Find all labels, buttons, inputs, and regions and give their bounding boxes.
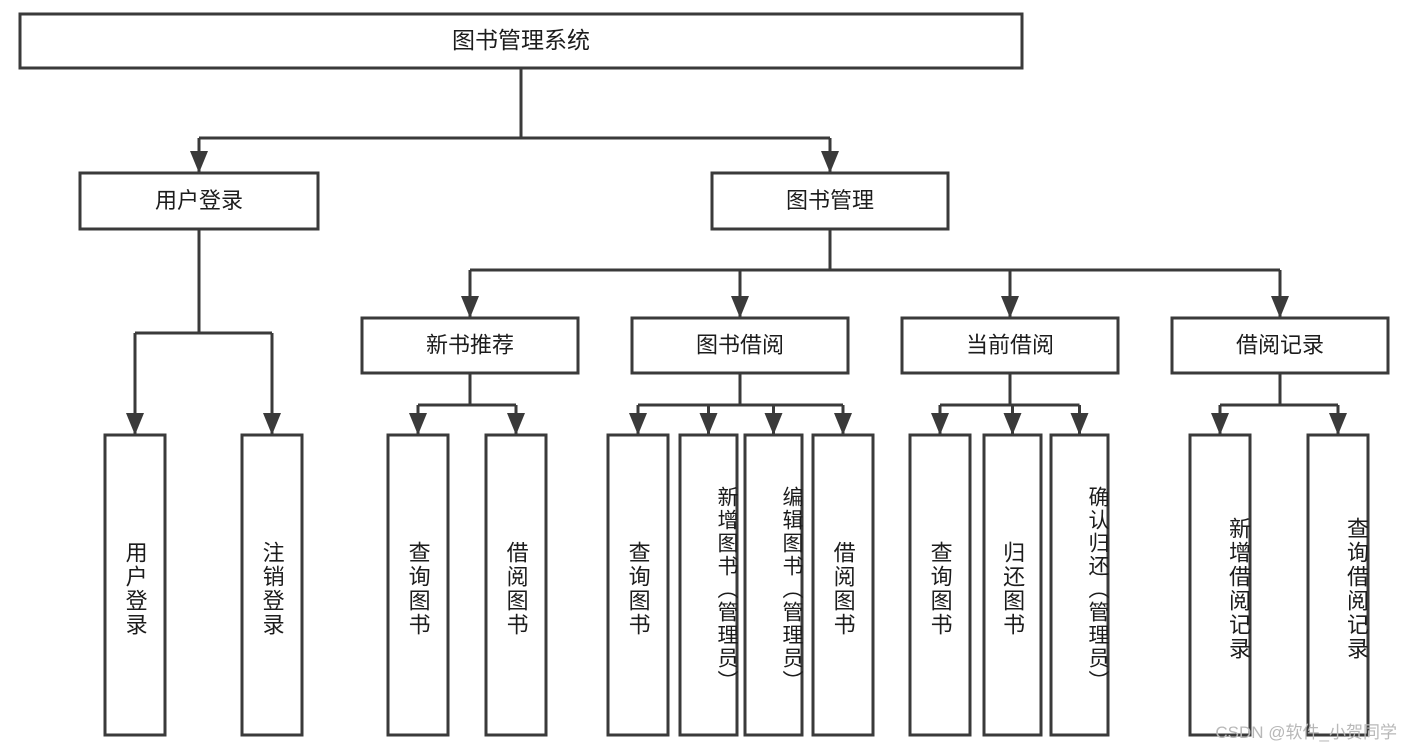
arrow-head-icon-leaf-borrow-book-2: [834, 413, 852, 435]
node-box-book-borrow: [630, 316, 850, 375]
arrow-head-icon-leaf-query-record: [1329, 413, 1347, 435]
node-box-root: [18, 12, 1024, 70]
arrow-head-icon-user-login: [190, 151, 208, 173]
node-label-book-borrow: 图书借阅: [696, 332, 784, 357]
node-leaf-user-logout[interactable]: [240, 433, 304, 737]
arrow-head-icon-leaf-query-book-3: [931, 413, 949, 435]
node-leaf-query-book-2[interactable]: [606, 433, 670, 737]
node-label-current-borrow: 当前借阅: [966, 332, 1054, 357]
node-leaf-edit-book[interactable]: [743, 433, 804, 737]
arrow-head-icon-borrow-record: [1271, 296, 1289, 318]
arrow-head-icon-leaf-query-book-2: [629, 413, 647, 435]
arrow-head-icon-book-manage: [821, 151, 839, 173]
node-leaf-query-record[interactable]: [1306, 433, 1370, 737]
node-leaf-query-book-3[interactable]: [908, 433, 972, 737]
node-box-borrow-record: [1170, 316, 1390, 375]
node-box-leaf-add-record: [1188, 433, 1252, 737]
arrow-head-icon-leaf-return-book: [1003, 413, 1022, 435]
arrow-head-icon-leaf-query-book-1: [409, 413, 427, 435]
node-user-login[interactable]: 用户登录: [78, 171, 320, 231]
arrow-head-icon-leaf-add-book: [699, 413, 718, 435]
node-box-current-borrow: [900, 316, 1120, 375]
node-box-leaf-edit-book: [743, 433, 804, 737]
node-label-book-manage: 图书管理: [786, 188, 874, 213]
arrow-head-icon-leaf-borrow-book-1: [507, 413, 525, 435]
node-leaf-confirm-return[interactable]: [1049, 433, 1110, 737]
node-current-borrow[interactable]: 当前借阅: [900, 316, 1120, 375]
node-box-leaf-query-record: [1306, 433, 1370, 737]
node-leaf-return-book[interactable]: [982, 433, 1043, 737]
arrow-head-icon-leaf-user-logout: [263, 413, 281, 435]
node-box-new-book-recommend: [360, 316, 580, 375]
node-box-leaf-confirm-return: [1049, 433, 1110, 737]
node-leaf-query-book-1[interactable]: [386, 433, 450, 737]
arrow-head-icon-book-borrow: [731, 296, 749, 318]
node-box-user-login: [78, 171, 320, 231]
node-borrow-record[interactable]: 借阅记录: [1170, 316, 1390, 375]
node-book-manage[interactable]: 图书管理: [710, 171, 950, 231]
arrow-head-icon-leaf-edit-book: [764, 413, 783, 435]
node-label-root: 图书管理系统: [452, 27, 590, 53]
arrow-head-icon-leaf-add-record: [1211, 413, 1229, 435]
node-box-leaf-query-book-1: [386, 433, 450, 737]
node-box-leaf-borrow-book-2: [811, 433, 875, 737]
node-leaf-borrow-book-1[interactable]: [484, 433, 548, 737]
node-label-user-login: 用户登录: [155, 188, 243, 213]
arrow-head-icon-leaf-confirm-return: [1070, 413, 1089, 435]
arrow-head-icon-new-book-recommend: [461, 296, 479, 318]
node-leaf-add-record[interactable]: [1188, 433, 1252, 737]
node-root[interactable]: 图书管理系统: [18, 12, 1024, 70]
node-box-leaf-query-book-3: [908, 433, 972, 737]
node-box-leaf-user-login: [103, 433, 167, 737]
node-label-borrow-record: 借阅记录: [1236, 332, 1324, 357]
node-box-leaf-user-logout: [240, 433, 304, 737]
node-leaf-user-login[interactable]: [103, 433, 167, 737]
arrow-head-icon-current-borrow: [1001, 296, 1019, 318]
arrow-head-icon-leaf-user-login: [126, 413, 144, 435]
node-box-leaf-return-book: [982, 433, 1043, 737]
watermark-label: CSDN @软件_小贺同学: [1215, 723, 1397, 742]
node-leaf-add-book[interactable]: [678, 433, 739, 737]
node-new-book-recommend[interactable]: 新书推荐: [360, 316, 580, 375]
node-box-leaf-add-book: [678, 433, 739, 737]
node-box-book-manage: [710, 171, 950, 231]
node-book-borrow[interactable]: 图书借阅: [630, 316, 850, 375]
node-leaf-borrow-book-2[interactable]: [811, 433, 875, 737]
node-label-new-book-recommend: 新书推荐: [426, 332, 514, 357]
node-box-leaf-query-book-2: [606, 433, 670, 737]
connector-layer: [126, 68, 1347, 435]
node-box-leaf-borrow-book-1: [484, 433, 548, 737]
